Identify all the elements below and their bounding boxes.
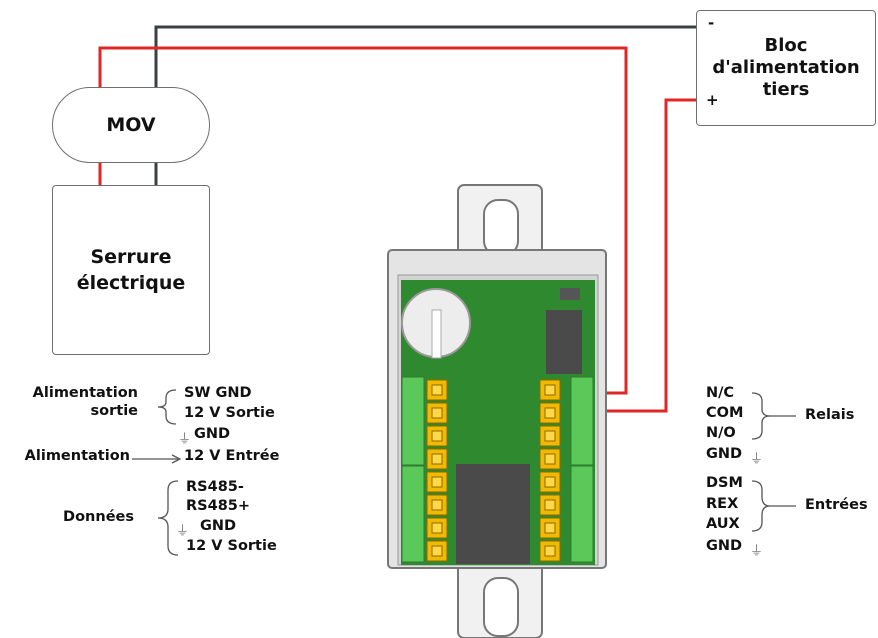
label-power-out-line2: sortie: [90, 403, 138, 419]
terminal-screw-head: [431, 545, 443, 557]
label-power-in: Alimentation: [24, 448, 130, 464]
terminal-screw-head: [431, 430, 443, 442]
label-aux: AUX: [706, 516, 740, 532]
terminal-blocks: [426, 379, 561, 562]
label-no: N/O: [706, 425, 736, 441]
psu-plus-sign: +: [706, 91, 719, 109]
terminal-screw-head: [431, 384, 443, 396]
terminal-screw-head: [431, 499, 443, 511]
lock-label-line2: électrique: [76, 272, 186, 294]
black-wire-mov-to-psu: [154, 25, 696, 87]
terminal-screw-head: [431, 476, 443, 488]
label-data: Données: [63, 509, 134, 525]
label-gnd-inputs: GND: [706, 538, 743, 554]
terminal-screw-head: [544, 476, 556, 488]
ground-icon: ⏚: [176, 524, 190, 539]
ground-icon: ⏚: [178, 432, 192, 447]
terminal-screw-head: [544, 545, 556, 557]
label-gnd-relay: GND: [706, 446, 743, 462]
label-gnd-a: GND: [194, 426, 231, 442]
label-12v-entree: 12 V Entrée: [184, 448, 280, 464]
lock-label-line1: Serrure: [90, 246, 172, 268]
terminal-screw-head: [544, 407, 556, 419]
label-dsm: DSM: [706, 475, 743, 491]
ground-icon: ⏚: [750, 452, 764, 467]
terminal-screw-head: [544, 522, 556, 534]
label-com: COM: [706, 405, 744, 421]
power-supply-box: Bloc d'alimentation tiers: [696, 10, 876, 126]
terminal-screw-head: [544, 499, 556, 511]
mov-box: MOV: [52, 87, 210, 163]
ground-icon: ⏚: [750, 544, 764, 559]
terminal-screw-head: [544, 384, 556, 396]
psu-label-line1: Bloc: [764, 35, 808, 56]
controller-module: [387, 184, 607, 638]
terminal-screw-head: [431, 407, 443, 419]
terminal-screw-head: [544, 430, 556, 442]
label-relay: Relais: [805, 407, 855, 423]
terminal-screw-head: [431, 453, 443, 465]
label-12v-sortie-a: 12 V Sortie: [184, 405, 275, 421]
label-rex: REX: [706, 496, 739, 512]
label-gnd-b: GND: [200, 518, 237, 534]
label-power-out-line1: Alimentation: [32, 385, 138, 401]
electric-lock-box: Serrure électrique: [52, 185, 210, 355]
label-12v-sortie-b: 12 V Sortie: [186, 538, 277, 554]
label-rs485-plus: RS485+: [186, 498, 251, 514]
terminal-screw-head: [431, 522, 443, 534]
label-inputs: Entrées: [805, 497, 868, 513]
label-nc: N/C: [706, 385, 735, 401]
mov-label: MOV: [106, 114, 156, 136]
psu-label-line3: tiers: [762, 79, 810, 100]
red-wire-com-to-psu-plus: [557, 98, 696, 413]
terminal-screw-head: [544, 453, 556, 465]
label-rs485-minus: RS485-: [186, 479, 244, 495]
psu-label-line2: d'alimentation: [712, 57, 860, 78]
label-sw-gnd: SW GND: [184, 385, 252, 401]
psu-minus-sign: -: [708, 14, 715, 32]
